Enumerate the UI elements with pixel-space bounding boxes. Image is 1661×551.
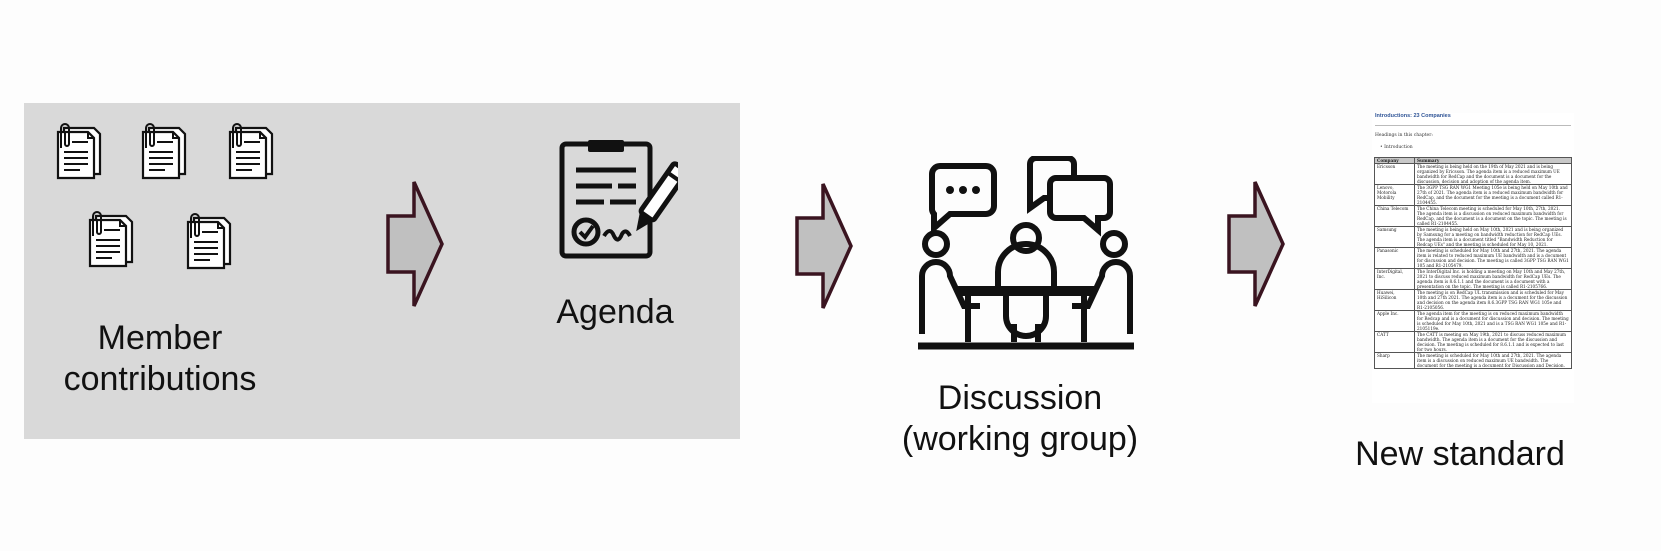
table-cell-summary: The meeting is scheduled for May 10th an…	[1414, 247, 1572, 269]
table-cell-summary: The agenda item for the meeting is on re…	[1414, 310, 1572, 332]
member-label-line1: Member	[97, 319, 223, 357]
right-arrow-icon	[1227, 180, 1285, 308]
table-cell-summary: The meeting is being held on May 10th, 2…	[1414, 226, 1572, 248]
standard-doc-bullet-text: Introduction	[1384, 145, 1413, 150]
table-cell-company: Ericsson	[1374, 163, 1415, 185]
member-label-line2: contributions	[63, 360, 257, 399]
document-with-paperclip-icon	[186, 212, 232, 270]
table-cell-company: Huawei, HiSilicon	[1374, 289, 1415, 311]
member-contributions-label: Member contributions	[40, 318, 280, 401]
new-standard-label: New standard	[1355, 435, 1565, 473]
standard-doc-title: Introductions: 23 Companies	[1375, 113, 1451, 119]
table-cell-summary: The CATT is meeting on May 19th, 2021 to…	[1414, 331, 1572, 353]
table-cell-company: Panasonic	[1374, 247, 1415, 269]
standard-doc-bullet: • Introduction	[1380, 145, 1413, 150]
agenda-label: Agenda	[556, 293, 674, 331]
document-with-paperclip-icon	[228, 122, 274, 180]
table-cell-summary: The 3GPP TSG RAN WG1 Meeting 105e is bei…	[1414, 184, 1572, 206]
document-with-paperclip-icon	[88, 210, 134, 268]
table-cell-summary: The China Telecom meeting is scheduled f…	[1414, 205, 1572, 227]
table-cell-company: InterDigital, Inc.	[1374, 268, 1415, 290]
table-row: InterDigital, Inc.The InterDigital Inc. …	[1374, 268, 1572, 290]
signed-document-icon	[559, 140, 678, 259]
table-cell-company: Lenovo, Motorola Mobility	[1374, 184, 1415, 206]
discussion-label-line1: Discussion	[937, 379, 1103, 417]
table-cell-summary: The InterDigital Inc. is holding a meeti…	[1414, 268, 1572, 290]
discussion-label: Discussion (working group)	[880, 378, 1160, 461]
document-with-paperclip-icon	[141, 122, 187, 180]
new-standard-document: Introductions: 23 Companies Headings in …	[1372, 113, 1574, 403]
table-cell-company: Apple Inc.	[1374, 310, 1415, 332]
standard-doc-heading: Headings in this chapter:	[1375, 133, 1433, 138]
table-row: Apple Inc.The agenda item for the meetin…	[1374, 310, 1572, 332]
discussion-label-line2: (working group)	[901, 420, 1139, 459]
table-cell-company: Samsung	[1374, 226, 1415, 248]
right-arrow-icon	[795, 182, 853, 310]
table-cell-company: Sharp	[1374, 352, 1415, 369]
right-arrow-icon	[386, 180, 444, 308]
table-cell-summary: The meeting is scheduled for May 10th an…	[1414, 352, 1572, 369]
table-cell-company: China Telecom	[1374, 205, 1415, 227]
standard-doc-divider	[1375, 125, 1571, 126]
meeting-discussion-icon	[918, 156, 1134, 350]
table-cell-company: CATT	[1374, 331, 1415, 353]
table-cell-summary: The meeting is on RedCap UL transmission…	[1414, 289, 1572, 311]
document-with-paperclip-icon	[56, 122, 102, 180]
table-cell-summary: The meeting is being held on the 19th of…	[1414, 163, 1572, 185]
